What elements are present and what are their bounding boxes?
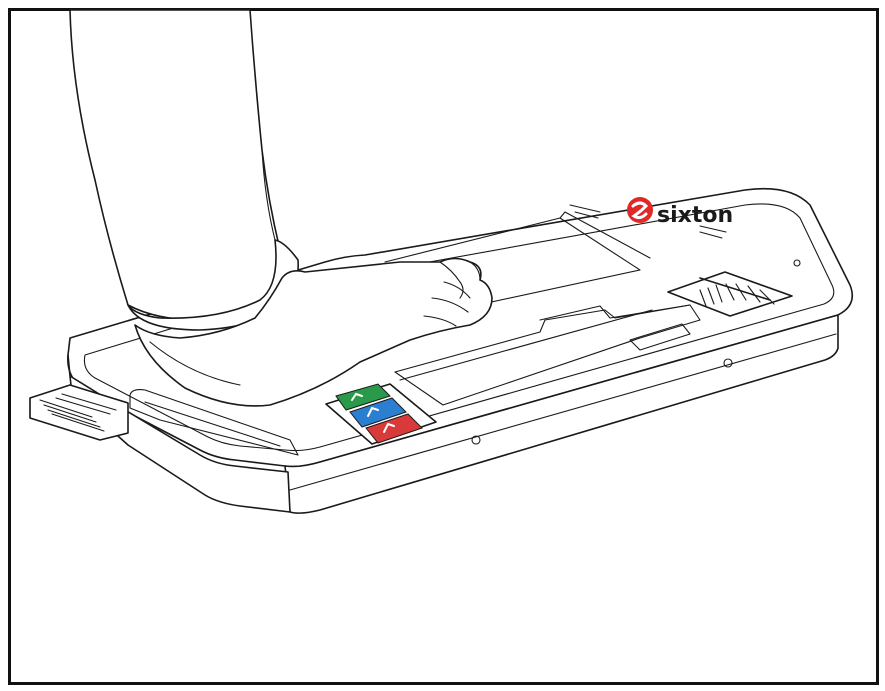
device-front-wall: [284, 314, 839, 514]
foot-icon: [351, 392, 363, 401]
button-panel-green[interactable]: [335, 383, 391, 411]
trouser-leg: [69, 9, 282, 322]
leg-with-foot: [69, 9, 493, 407]
foot-icon: [383, 422, 395, 433]
button-panel: [325, 383, 437, 445]
screw-icon: [793, 259, 801, 267]
button-panel-blue[interactable]: [349, 397, 407, 428]
carry-handle: [29, 384, 299, 456]
foot: [134, 257, 493, 407]
screw-icon: [723, 358, 733, 368]
brand-name: sixton: [657, 203, 733, 228]
scan-window: [384, 211, 701, 406]
foot-icon: [367, 406, 379, 417]
display-window: [667, 271, 793, 317]
button-panel-red[interactable]: [365, 413, 423, 444]
device-left-wall: [67, 354, 291, 513]
brand-logo: sixton: [569, 197, 733, 239]
screw-icon: [471, 435, 481, 445]
